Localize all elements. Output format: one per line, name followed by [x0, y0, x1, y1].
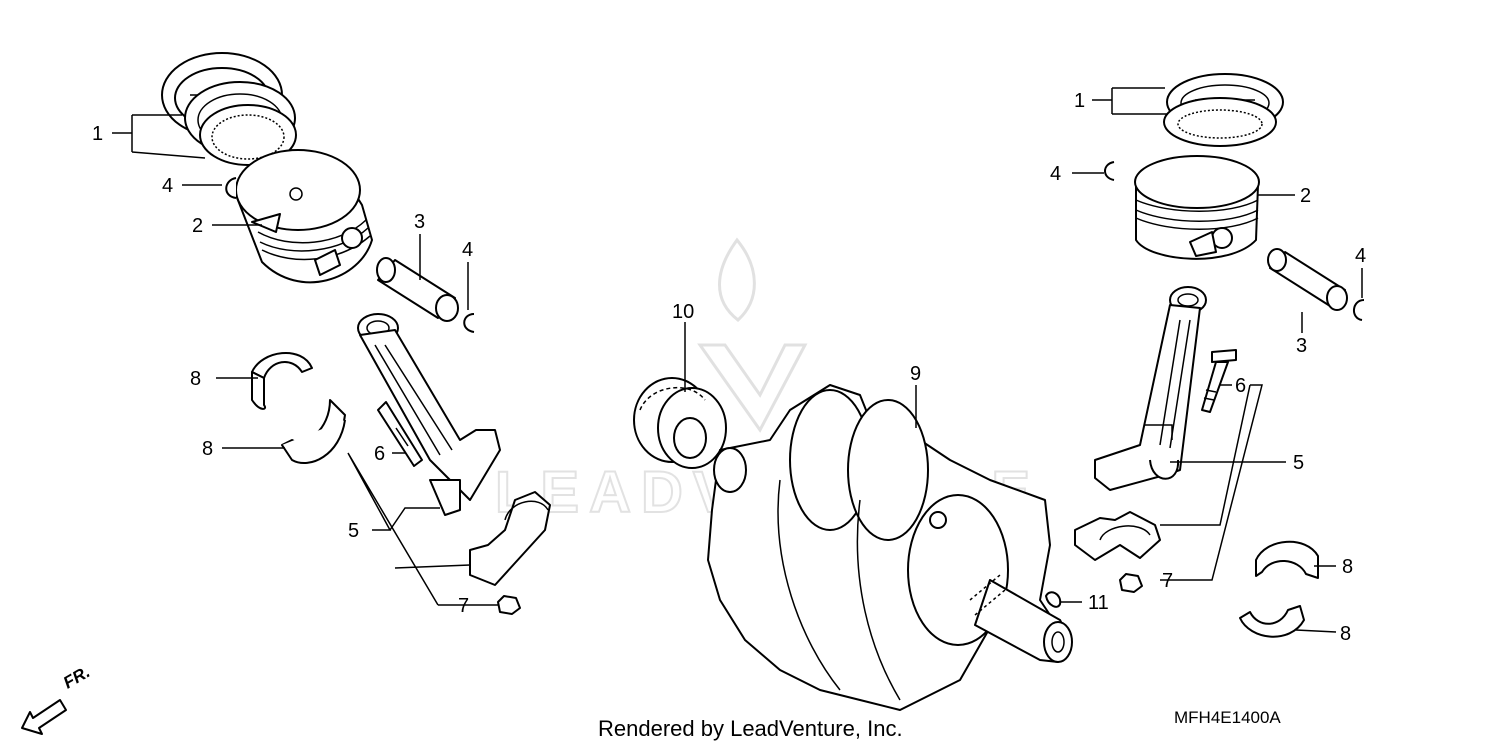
left-rod-nut: [497, 595, 521, 615]
callout-left-1: 1: [92, 123, 103, 145]
callout-right-6: 6: [1235, 375, 1246, 397]
callout-center-9: 9: [910, 363, 921, 385]
right-rod-nut: [1119, 573, 1143, 593]
right-connecting-rod: [1094, 286, 1207, 491]
crank-sprocket: [633, 377, 727, 469]
callout-labels: 1 4 2 3 4 8 8 6 5 7 10 9 11 1 4 2 4 3 6 …: [92, 90, 1366, 645]
right-clip-top: [1104, 161, 1115, 181]
leader-lines: [112, 87, 1363, 633]
callout-right-3: 3: [1296, 335, 1307, 357]
woodruff-key: [1045, 591, 1062, 608]
left-clip-top: [225, 177, 237, 199]
callout-right-5: 5: [1293, 452, 1304, 474]
right-clip-pin: [1353, 299, 1365, 321]
callout-left-4a: 4: [162, 175, 173, 197]
diagram-code: MFH4E1400A: [1174, 708, 1281, 727]
callout-right-4a: 4: [1050, 163, 1061, 185]
callout-right-7: 7: [1162, 570, 1173, 592]
right-piston: [1134, 155, 1260, 260]
left-rod-cap: [469, 491, 551, 586]
left-piston-pin: [376, 257, 459, 322]
right-piston-rings: [1163, 73, 1284, 147]
callout-left-2: 2: [192, 215, 203, 237]
callout-left-8b: 8: [202, 438, 213, 460]
callout-left-8a: 8: [190, 368, 201, 390]
right-rod-cap: [1074, 511, 1161, 561]
callout-right-2: 2: [1300, 185, 1311, 207]
right-rod-bolt: [1201, 349, 1237, 413]
callout-center-11: 11: [1088, 592, 1109, 614]
callout-right-1: 1: [1074, 90, 1085, 112]
callout-left-7: 7: [458, 595, 469, 617]
callout-right-8b: 8: [1340, 623, 1351, 645]
callout-left-6: 6: [374, 443, 385, 465]
callout-right-8a: 8: [1342, 556, 1353, 578]
callout-left-4b: 4: [462, 239, 473, 261]
left-piston: [235, 149, 373, 284]
callout-center-10: 10: [672, 301, 694, 323]
callout-left-5: 5: [348, 520, 359, 542]
right-piston-pin: [1267, 248, 1348, 311]
crankshaft: [707, 384, 1073, 711]
right-bearings: [1239, 540, 1319, 638]
left-piston-rings: [161, 52, 297, 166]
render-credit: Rendered by LeadVenture, Inc.: [598, 716, 903, 741]
front-direction-arrow: [21, 699, 67, 735]
callout-left-3: 3: [414, 211, 425, 233]
left-clip-pin: [463, 313, 475, 333]
callout-right-4b: 4: [1355, 245, 1366, 267]
left-rod-bolt: [377, 401, 423, 467]
left-bearings: [251, 352, 346, 465]
left-connecting-rod: [357, 313, 501, 516]
